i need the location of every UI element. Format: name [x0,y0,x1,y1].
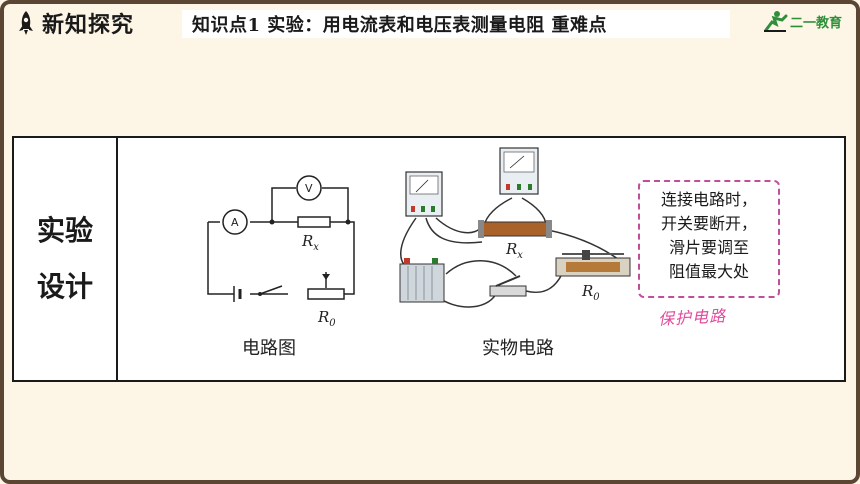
battery-pack [399,263,445,303]
physical-circuit: Rx R0 [399,147,631,308]
topic-banner: 知识点1 实验：用电流表和电压表测量电阻 重难点 [182,10,730,38]
row-label-line2: 设计 [36,270,93,303]
circuit-diagram: A V Rx R0 [207,175,355,329]
note-line-1: 连接电路时， [660,190,757,209]
figure-area: A V Rx R0 电路图 [118,138,844,380]
section-title: 新知探究 [42,12,135,38]
note-line-2: 开关要断开， [660,214,757,233]
physical-circuit-caption: 实物电路 [482,338,554,359]
physical-r0-label: R0 [581,282,600,303]
resistor-device [481,221,549,237]
row-label: 实验 设计 [14,138,116,380]
topic-title: 知识点1 实验：用电流表和电压表测量电阻 重难点 [192,15,608,36]
diagram-rx-label: Rx [301,232,319,253]
logo-text: 二一教育 [789,15,842,31]
resistor-symbol [297,216,331,228]
logo: 二一教育 [762,10,842,32]
note-line-4: 阻值最大处 [668,262,749,281]
runner-logo-icon [763,11,788,32]
circuit-diagram-caption: 电路图 [242,338,296,359]
rocket-icon [19,11,33,35]
switch-device [489,285,527,297]
row-label-line1: 实验 [36,214,93,247]
section-tab: 新知探究 [14,8,134,38]
physical-rx-label: Rx [505,240,523,261]
header: 新知探究 知识点1 实验：用电流表和电压表测量电阻 重难点 二一教育 [4,4,856,40]
voltmeter-symbol: V [305,182,313,195]
diagram-r0-label: R0 [317,308,336,329]
safety-note: 连接电路时， 开关要断开， 滑片要调至 阻值最大处 [638,180,780,298]
ammeter-symbol: A [231,216,239,229]
experiment-table: 实验 设计 [12,136,846,382]
rheostat-symbol [307,288,345,300]
protect-circuit-tag: 保护电路 [657,306,727,329]
column-divider [116,138,118,380]
note-line-3: 滑片要调至 [668,238,749,257]
